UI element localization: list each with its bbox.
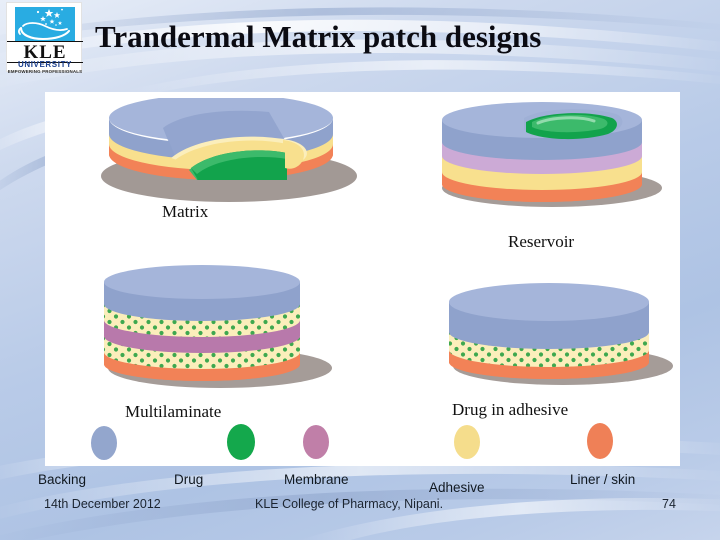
footer-page-number: 74 [662, 497, 676, 511]
page-title: Trandermal Matrix patch designs [95, 19, 542, 54]
legend-label-adhesive: Adhesive [429, 480, 485, 495]
legend-swatch-drug [227, 424, 255, 460]
figure-matrix [71, 98, 361, 208]
footer-organisation: KLE College of Pharmacy, Nipani. [255, 497, 444, 511]
kle-university-logo: KLE UNIVERSITY EMPOWERING PROFESSIONALS [6, 2, 83, 74]
logo-university-text: UNIVERSITY [17, 60, 72, 69]
legend-label-backing: Backing [38, 472, 87, 487]
legend-swatch-membrane [303, 425, 329, 459]
figure-label-reservoir: Reservoir [508, 232, 575, 251]
logo-kle-text: KLE [7, 41, 83, 63]
figure-multilaminate [80, 264, 340, 392]
logo-hand-stars-icon [15, 7, 75, 41]
figure-reservoir [420, 100, 670, 210]
content-panel: Matrix Reserv [45, 92, 680, 466]
legend-label-membrane: Membrane [284, 472, 349, 487]
figure-label-drug-in-adhesive: Drug in adhesive [452, 400, 569, 419]
figure-label-multilaminate: Multilaminate [125, 402, 222, 421]
legend-label-drug: Drug [174, 472, 204, 487]
footer-date: 14th December 2012 [44, 497, 161, 511]
figure-drug-in-adhesive [427, 280, 677, 390]
logo-tagline-text: EMPOWERING PROFESSIONALS [7, 69, 83, 74]
legend-label-liner: Liner / skin [570, 472, 636, 487]
legend-swatch-backing [91, 426, 117, 460]
legend-swatch-liner [587, 423, 613, 459]
legend-swatch-adhesive [454, 425, 480, 459]
figure-label-matrix: Matrix [162, 202, 209, 221]
